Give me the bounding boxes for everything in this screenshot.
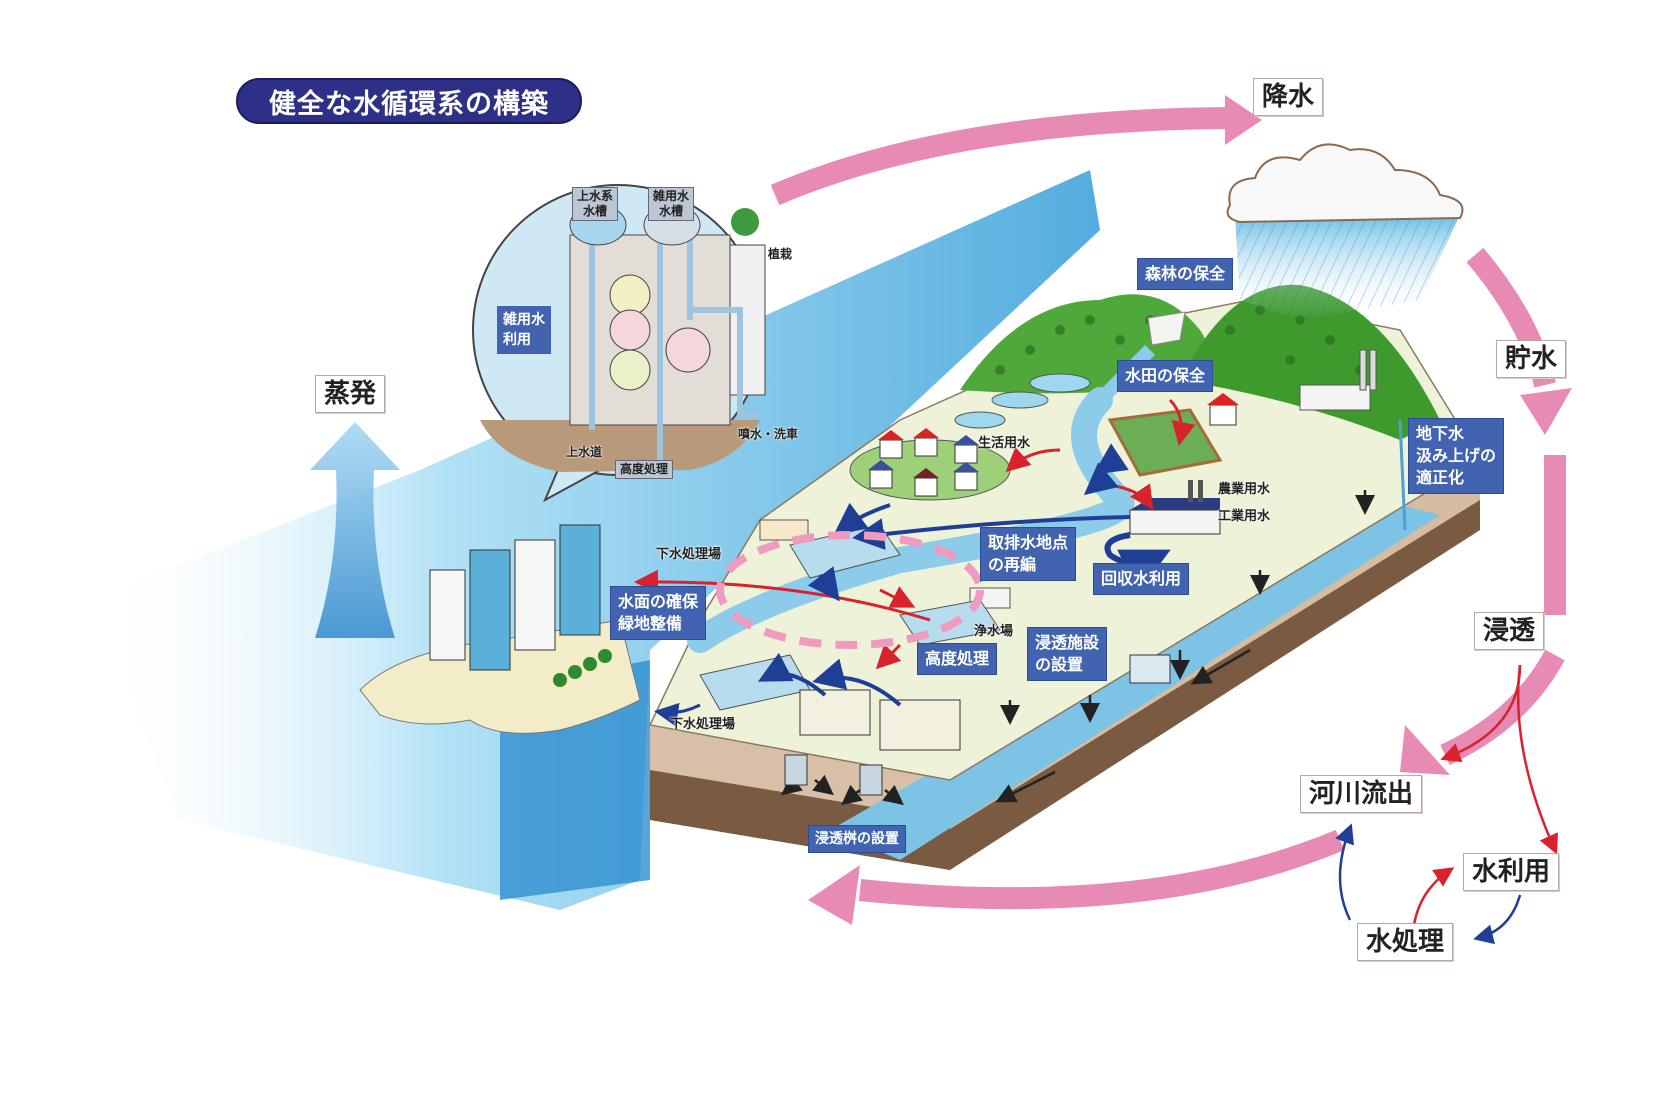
tag-forest-conservation: 森林の保全 xyxy=(1137,258,1234,290)
inset-gray-tank-label: 雑用水 水槽 xyxy=(648,187,695,221)
label-industrial-water: 工業用水 xyxy=(1218,509,1271,524)
label-precipitation: 降水 xyxy=(1253,78,1324,116)
label-purification-plant: 浄水場 xyxy=(974,624,1014,639)
inset-ground xyxy=(480,420,760,472)
arrowhead-river-outflow xyxy=(1400,725,1450,775)
reorganization-dashed-loop xyxy=(716,531,984,649)
inset-building-side xyxy=(729,244,766,396)
red-flow-arrow xyxy=(1005,447,1061,473)
label-sewage-plant-upper: 下水処理場 xyxy=(656,547,722,562)
blue-arrow-treatment-to-outflow xyxy=(1335,823,1354,921)
arrowhead-sea xyxy=(808,865,860,925)
infiltration-basin-icon xyxy=(859,764,883,796)
blue-flow-arrow xyxy=(654,702,701,727)
shower-icon xyxy=(609,349,651,391)
washbasin-icon xyxy=(609,309,651,351)
red-flow-arrow xyxy=(634,569,931,622)
recycle-arrow-icon xyxy=(1104,532,1171,593)
red-flow-arrow xyxy=(1168,398,1196,446)
houses xyxy=(868,428,979,497)
blue-flow-arrow xyxy=(807,566,840,602)
cycle-arrow-to-river-outflow xyxy=(1440,649,1565,765)
label-water-treatment: 水処理 xyxy=(1357,923,1454,961)
pond xyxy=(954,411,1006,429)
blue-flow-arrow xyxy=(1083,462,1119,496)
blue-flow-arrow xyxy=(757,652,827,697)
arrowhead-precipitation xyxy=(1225,95,1262,145)
inset-sprinkling-label: 噴水・洗車 xyxy=(738,427,799,441)
inset-pipes xyxy=(589,232,760,470)
label-domestic-water: 生活用水 xyxy=(978,436,1031,451)
blue-flow-arrow xyxy=(852,515,1131,550)
label-river-outflow: 河川流出 xyxy=(1300,775,1423,813)
label-agricultural-water: 農業用水 xyxy=(1218,482,1271,497)
well-pipe xyxy=(1398,419,1407,531)
tag-recycled-water-use: 回収水利用 xyxy=(1093,563,1190,595)
tag-intake-discharge-reorganization: 取排水地点 の再編 xyxy=(980,527,1077,581)
inset-potable-tank-label: 上水系 水槽 xyxy=(572,187,619,221)
cycle-arrow-to-precipitation xyxy=(770,107,1231,206)
label-storage: 貯水 xyxy=(1496,340,1567,378)
city-buildings xyxy=(429,524,601,671)
tag-infiltration-basin: 浸透桝の設置 xyxy=(808,825,906,853)
blue-arrow-use-to-treatment xyxy=(1473,894,1522,945)
red-arrow-infiltration-to-wateruse xyxy=(1516,664,1558,855)
tag-water-surface-green: 水面の確保 緑地整備 xyxy=(610,586,707,640)
evaporation-arrow-icon xyxy=(310,422,400,638)
diagram-title: 健全な水循環系の構築 xyxy=(236,78,582,124)
label-water-use: 水利用 xyxy=(1463,853,1560,891)
pond xyxy=(991,391,1049,409)
pond xyxy=(1029,373,1091,393)
cycle-arrow-to-sea xyxy=(858,829,1345,910)
blue-flow-arrow xyxy=(833,502,891,535)
infiltration-facility-icon xyxy=(1129,654,1171,684)
toilet-icon xyxy=(665,327,711,373)
dam-icon xyxy=(1147,311,1186,346)
blue-flow-arrow xyxy=(812,658,902,707)
cloud-icon xyxy=(1226,143,1464,224)
label-evaporation: 蒸発 xyxy=(315,375,386,413)
factory xyxy=(1299,349,1377,411)
infiltration-basin-icon xyxy=(784,754,808,786)
arrowhead-storage xyxy=(1520,388,1572,435)
tag-infiltration-facility: 浸透施設 の設置 xyxy=(1027,627,1108,681)
tag-advanced-treatment: 高度処理 xyxy=(917,643,998,675)
mountain-right xyxy=(1180,284,1440,440)
rooftop-trees xyxy=(731,208,759,236)
inset-water-supply-label: 上水道 xyxy=(566,445,603,459)
tag-groundwater-pumping: 地下水 汲み上げの 適正化 xyxy=(1408,418,1505,494)
farmhouse xyxy=(1209,404,1237,426)
faucet-icon xyxy=(609,274,651,316)
red-flow-arrow xyxy=(875,643,902,670)
label-infiltration: 浸透 xyxy=(1474,612,1545,650)
inset-advanced-treatment-label: 高度処理 xyxy=(615,460,674,479)
inset-planting-label: 植栽 xyxy=(768,247,793,261)
infiltration-arrows xyxy=(781,490,1375,806)
red-arrow-treatment-to-use xyxy=(1412,867,1455,926)
rain-lines xyxy=(1235,215,1460,320)
label-sewage-plant-lower: 下水処理場 xyxy=(670,717,736,732)
red-flow-arrow xyxy=(879,586,916,608)
street-trees xyxy=(553,649,612,687)
inset-gray-water-use-tag: 雑用水 利用 xyxy=(497,306,551,354)
tag-paddy-conservation: 水田の保全 xyxy=(1117,360,1214,392)
